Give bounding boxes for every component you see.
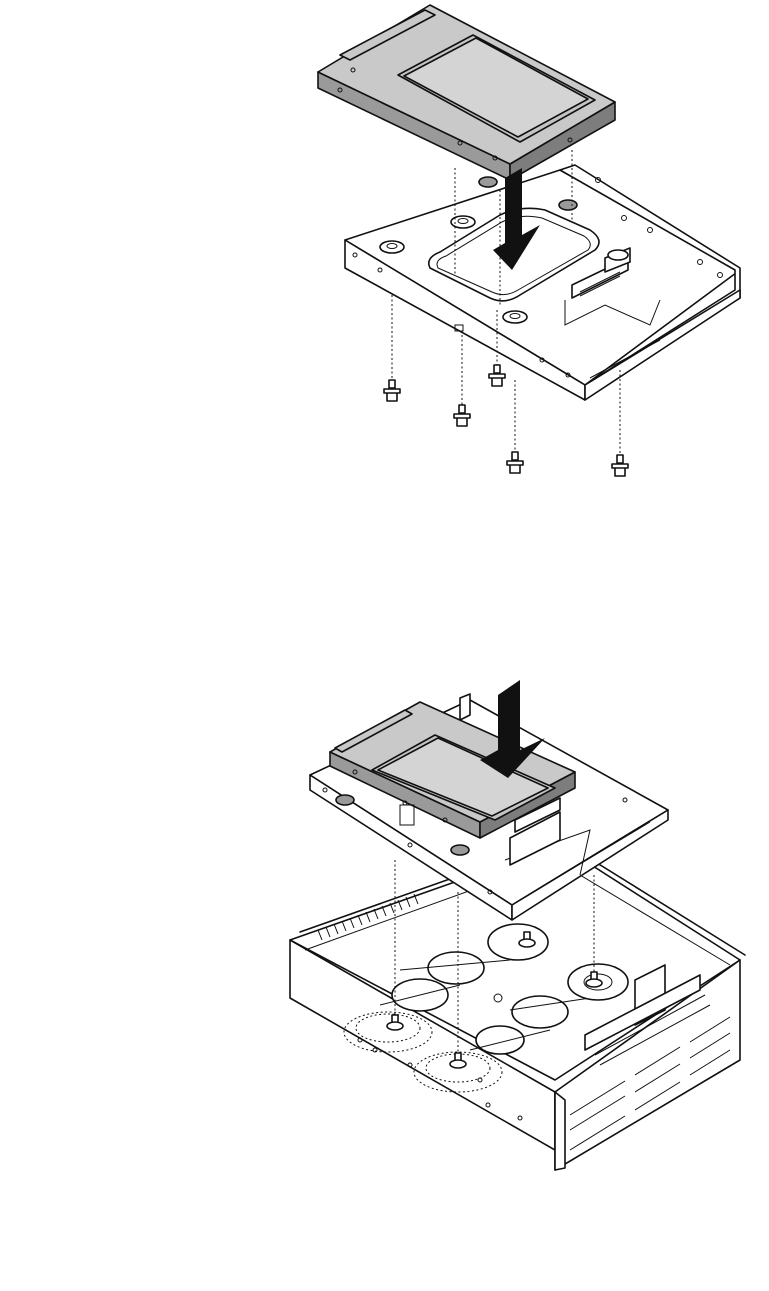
screw-1 (384, 295, 400, 401)
screw-4 (507, 380, 523, 473)
screw-5 (612, 370, 628, 476)
figure-drive-into-bracket (0, 0, 769, 500)
adapter-bracket (345, 165, 740, 400)
diagram-bracket-into-chassis (0, 660, 769, 1190)
figure-bracket-into-chassis (0, 660, 769, 1190)
diagram-drive-into-bracket (0, 0, 769, 500)
screw-2 (454, 335, 470, 426)
